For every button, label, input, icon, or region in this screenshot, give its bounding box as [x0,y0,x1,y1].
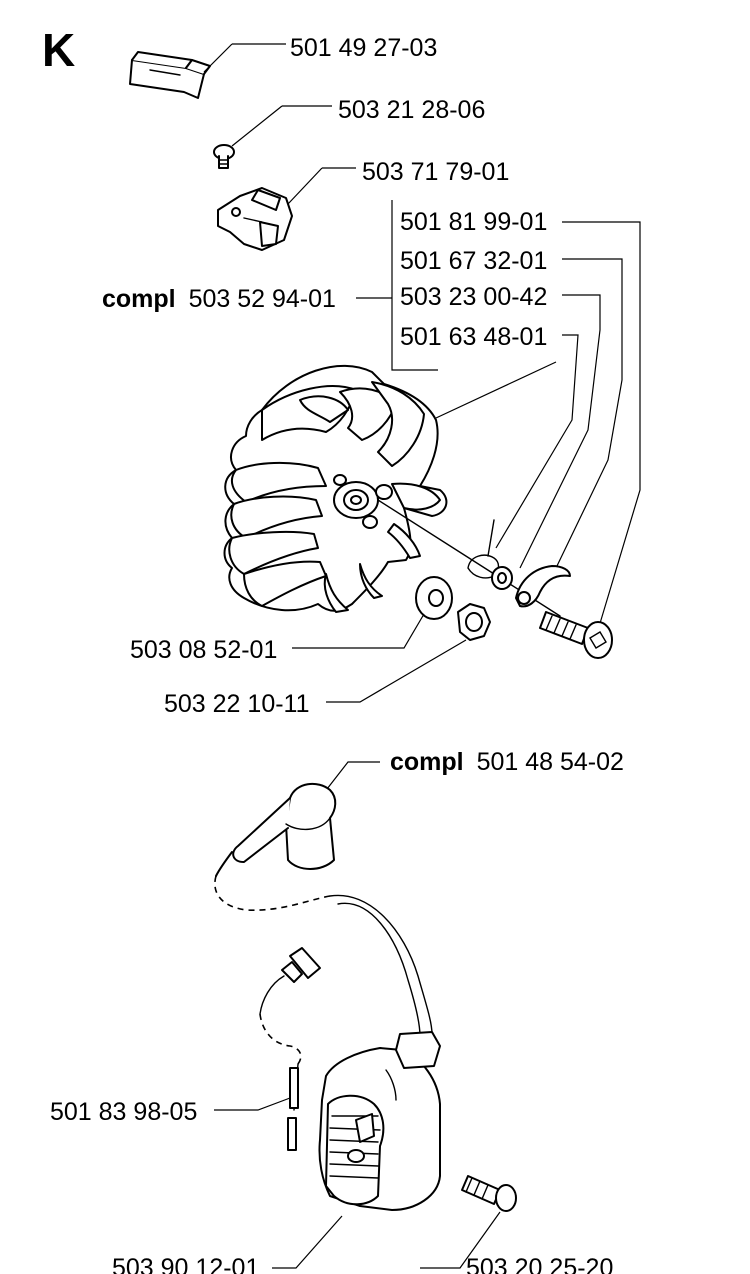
leader-line [435,361,557,419]
assembly-number: 503 52 94-01 [189,285,336,313]
spark-plug-cap-part [232,782,337,870]
leader-line [562,221,641,631]
part-label: 503 90 12-01 [112,1254,259,1274]
leader-line [203,43,233,73]
part-label: 501 83 98-05 [50,1098,197,1126]
bushing-part [491,566,513,590]
part-label: 503 20 25-20 [466,1254,613,1274]
leader-line [214,1097,291,1111]
part-label: 501 49 27-03 [290,34,437,62]
assembly-label-flywheel: compl 503 52 94-01 [102,285,336,313]
ht-lead [215,851,233,877]
leader-line [272,1215,343,1269]
part-label: 503 21 28-06 [338,96,485,124]
ignition-module-part [318,1031,441,1211]
pawl-part [515,565,571,608]
leader-line [555,258,623,569]
leader-line [287,167,323,205]
group-bracket [391,200,438,371]
screw-part [213,144,235,169]
assembly-prefix: compl [390,748,464,776]
washer-part [415,576,453,620]
switch-module-part [217,187,293,251]
part-label: 503 22 10-11 [164,690,310,718]
ground-wire-sleeve [289,1067,299,1109]
assembly-label-ignition: compl 501 48 54-02 [390,748,624,776]
flywheel-part [223,364,448,613]
spring-part [467,519,500,579]
ht-lead-hidden [214,875,331,912]
part-label: 503 23 00-42 [400,283,547,311]
leader-line [292,613,425,649]
ht-lead [337,902,421,1037]
terminal-part [259,947,321,1015]
assembly-prefix: compl [102,285,176,313]
pawl-bolt-part [539,611,613,659]
leader-line [319,761,380,799]
module-screw-part [461,1175,517,1212]
nut-part [457,603,491,641]
leader-line [231,105,283,147]
part-label: 501 81 99-01 [400,208,547,236]
section-letter: K [42,24,75,76]
bracket-part [129,51,211,99]
leader-line [495,334,579,549]
leader-line [519,294,601,569]
part-label: 501 67 32-01 [400,247,547,275]
leader-line [326,639,467,703]
ht-lead [329,894,433,1035]
leader-line [420,1211,501,1269]
assembly-number: 501 48 54-02 [477,748,624,776]
ground-terminal [287,1117,297,1151]
part-label: 503 08 52-01 [130,636,277,664]
part-label: 503 71 79-01 [362,158,509,186]
ground-wire-hidden [259,1013,302,1065]
part-label: 501 63 48-01 [400,323,547,351]
